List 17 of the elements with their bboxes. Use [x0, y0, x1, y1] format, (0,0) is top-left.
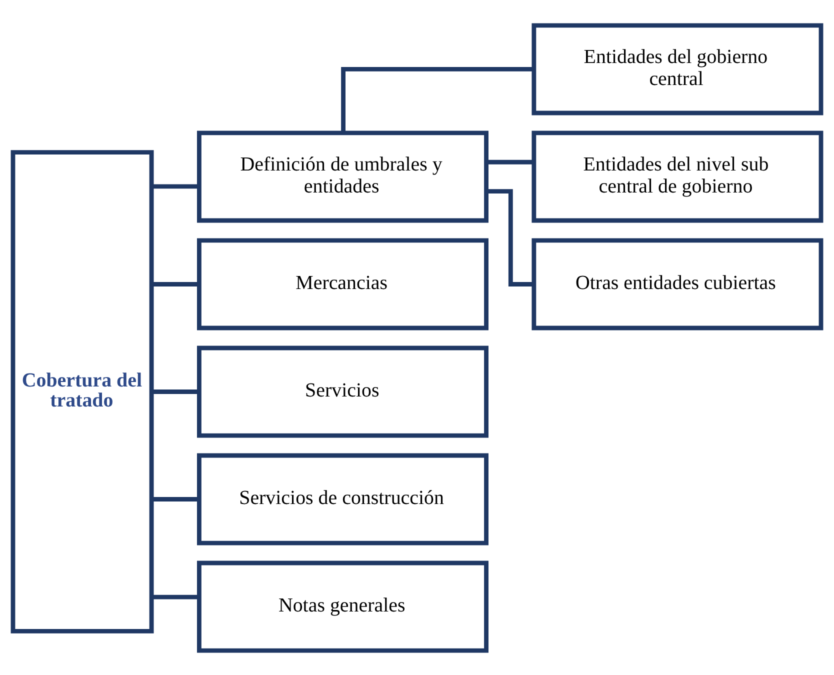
node-box: Otras entidades cubiertas	[532, 238, 824, 330]
connector	[341, 66, 534, 132]
connector	[152, 389, 200, 394]
connector	[486, 159, 534, 164]
node-box: Servicios de construcción	[196, 452, 488, 545]
node-box: Definición de umbrales y entidades	[196, 130, 488, 222]
connector	[486, 188, 534, 286]
node-box: Entidades del nivel sub central de gobierno	[532, 130, 824, 222]
connector	[152, 184, 200, 188]
node-box: Notas generales	[196, 560, 488, 652]
node-box: Cobertura del tratado	[10, 150, 154, 633]
connector	[152, 282, 200, 286]
node-box: Servicios	[196, 345, 488, 438]
connector	[152, 594, 200, 599]
node-box: Mercancias	[196, 238, 488, 330]
node-box: Entidades del gobierno central	[532, 22, 824, 115]
connector	[152, 496, 200, 501]
